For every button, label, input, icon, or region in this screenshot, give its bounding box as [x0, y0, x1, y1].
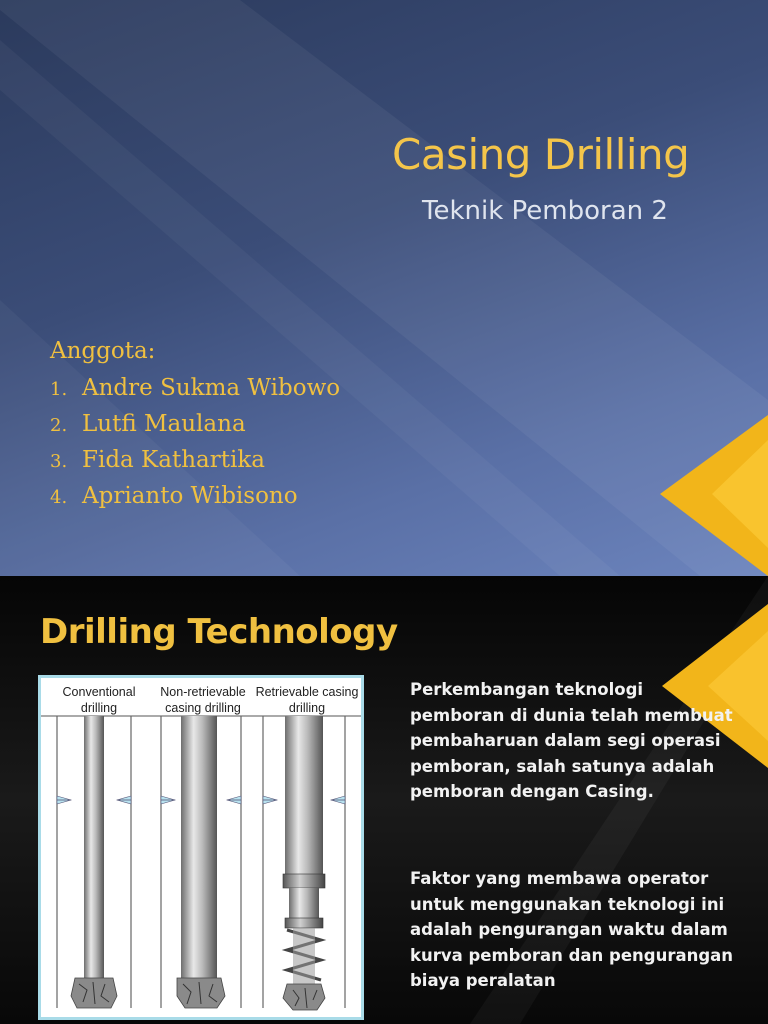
title-slide: Casing Drilling Teknik Pemboran 2 Anggot… — [0, 0, 768, 576]
well-illustrations — [41, 715, 361, 1011]
member-item: 2. Lutfi Maulana — [50, 406, 340, 442]
column-label-non-retrievable: Non-retrievable casing drilling — [160, 685, 246, 715]
member-number: 4. — [50, 487, 68, 508]
member-name: Aprianto Wibisono — [82, 483, 298, 509]
casing-drilling-diagram: Conventional drilling Non-retrievable ca… — [38, 675, 364, 1020]
conventional-well — [56, 716, 132, 1009]
member-item: 1. Andre Sukma Wibowo — [50, 370, 340, 406]
background-decoration — [470, 576, 768, 1024]
member-number: 3. — [50, 451, 68, 472]
content-slide: Drilling Technology Conventional drillin… — [0, 576, 768, 1024]
member-name: Fida Kathartika — [82, 447, 265, 473]
column-label-retrievable: Retrievable casing drilling — [255, 685, 359, 715]
member-item: 3. Fida Kathartika — [50, 442, 340, 478]
member-item: 4. Aprianto Wibisono — [50, 478, 340, 514]
paragraph-development: Perkembangan teknologi pemboran di dunia… — [410, 680, 733, 801]
column-label-conventional: Conventional drilling — [62, 685, 136, 715]
members-label: Anggota: — [50, 338, 156, 364]
slide-title: Drilling Technology — [40, 612, 398, 652]
member-number: 2. — [50, 415, 68, 436]
retrievable-well — [262, 716, 346, 1011]
slide-subtitle: Teknik Pemboran 2 — [422, 196, 668, 226]
slide-title: Casing Drilling — [392, 130, 690, 179]
members-block: Anggota: 1. Andre Sukma Wibowo 2. Lutfi Ma… — [50, 338, 340, 514]
members-list: 1. Andre Sukma Wibowo 2. Lutfi Maulana 3. F… — [50, 370, 340, 514]
non-retrievable-well — [160, 716, 242, 1009]
paragraph-factors: Faktor yang membawa operator untuk mengg… — [410, 869, 734, 990]
member-number: 1. — [50, 379, 68, 400]
member-name: Andre Sukma Wibowo — [82, 375, 341, 401]
background-decoration — [0, 0, 768, 576]
member-name: Lutfi Maulana — [82, 411, 246, 437]
